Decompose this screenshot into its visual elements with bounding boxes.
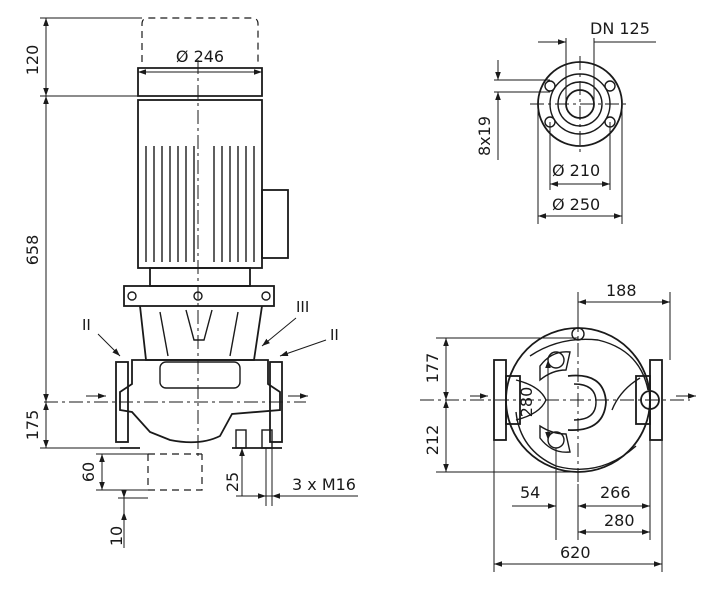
service-clearance-outline xyxy=(141,17,259,62)
dim-base-offset: 10 xyxy=(107,526,126,546)
dim-top-right-bolt: 266 xyxy=(600,483,631,502)
motor-body xyxy=(137,99,263,269)
dim-flange-nominal: DN 125 xyxy=(590,19,650,38)
side-view: 120 658 175 Ø 246 60 10 25 3 x M16 xyxy=(23,17,358,548)
dim-height-above-axis: 658 xyxy=(23,235,42,266)
dim-top-up-offset: 177 xyxy=(423,353,442,384)
terminal-box xyxy=(261,189,289,259)
dim-top-overall-length: 620 xyxy=(560,543,591,562)
dim-top-bottom-spacing: 280 xyxy=(604,511,635,530)
dim-flange-outer: Ø 250 xyxy=(552,195,600,214)
label-bolts: 3 x M16 xyxy=(292,475,356,494)
dim-top-right-offset: 188 xyxy=(606,281,637,300)
dim-foot-height: 25 xyxy=(223,472,242,492)
motor-cap xyxy=(137,67,263,97)
label-vent-mid: III xyxy=(296,298,309,316)
dim-top-left-offset: 54 xyxy=(520,483,540,502)
motor-fins xyxy=(145,146,255,262)
dim-top-clearance: 120 xyxy=(23,45,42,76)
dim-top-down-offset: 212 xyxy=(423,425,442,456)
dim-motor-diameter: Ø 246 xyxy=(176,47,224,66)
label-vent-left: II xyxy=(82,316,91,334)
label-vent-right: II xyxy=(330,326,339,344)
dim-flange-holes: 8x19 xyxy=(475,116,494,156)
lantern-flange xyxy=(123,285,275,307)
lantern xyxy=(139,305,263,361)
dim-flange-bolt-circle: Ø 210 xyxy=(552,161,600,180)
top-view: 188 177 212 280 54 266 280 620 xyxy=(420,281,696,572)
volute-inner xyxy=(567,374,607,431)
dim-height-below-axis: 175 xyxy=(23,410,42,441)
pump-housing xyxy=(119,359,281,444)
dim-base-height: 60 xyxy=(79,462,98,482)
flange-view: DN 125 8x19 Ø 210 Ø 250 xyxy=(475,19,656,224)
base-outline xyxy=(147,454,203,491)
dim-top-hole-spacing: 280 xyxy=(517,387,536,418)
